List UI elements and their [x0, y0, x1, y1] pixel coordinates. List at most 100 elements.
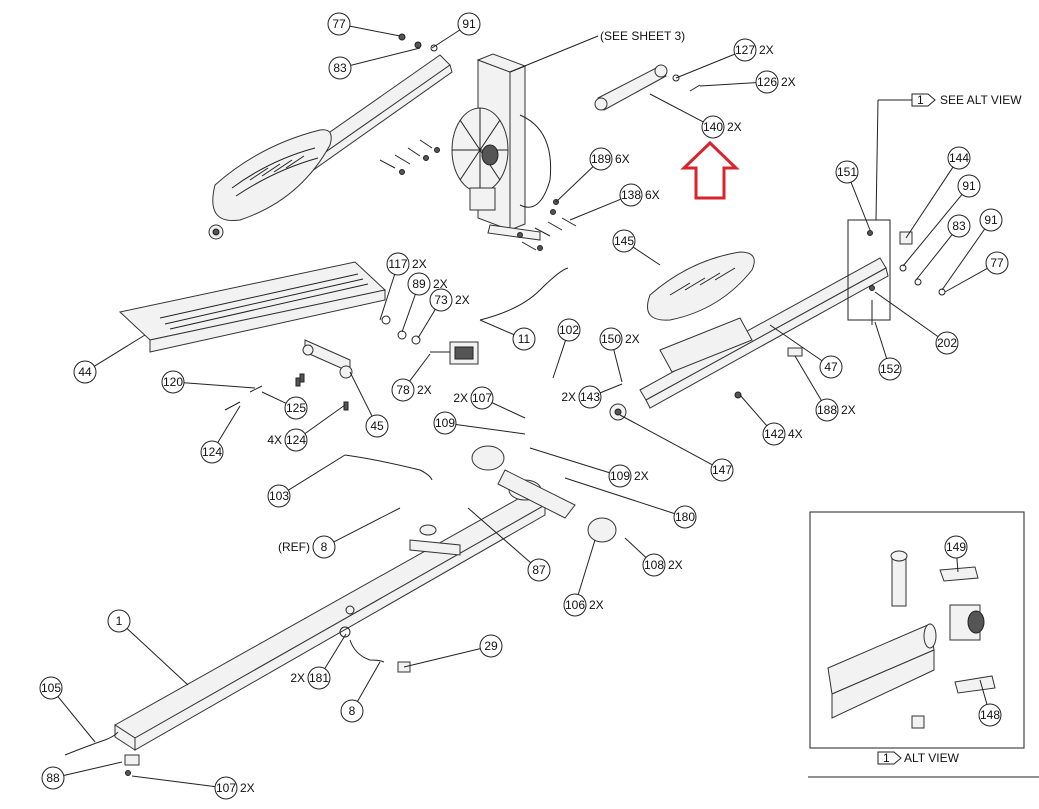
leader-line-138 — [569, 198, 622, 221]
callout-number: 91 — [962, 179, 976, 193]
callout-number: 151 — [837, 165, 857, 179]
leader-line-109 — [455, 424, 526, 435]
callout-quantity: 2X — [759, 43, 774, 57]
callout-103: 103 — [267, 484, 291, 508]
leader-line-91 — [431, 29, 461, 49]
callout-number: 73 — [434, 293, 448, 307]
callout-number: 138 — [621, 188, 641, 202]
callout-bubble — [619, 183, 643, 207]
leader-line-142 — [739, 394, 768, 427]
callout-number: 140 — [703, 120, 723, 134]
callout-number: 107 — [472, 391, 492, 405]
callout-106: 106 2X — [563, 593, 604, 617]
leader-line-124 — [217, 405, 241, 443]
leader-line-8 — [333, 507, 401, 543]
callout-quantity: 6X — [645, 188, 660, 202]
callout-bubble — [284, 428, 308, 452]
callout-number: 117 — [388, 257, 407, 271]
callout-number: 88 — [46, 771, 60, 785]
callout-91: 91 — [957, 174, 981, 198]
callout-number: 152 — [880, 362, 900, 376]
callout-number: 83 — [333, 61, 347, 75]
callout-number: 77 — [332, 17, 346, 31]
callout-quantity: 2X — [433, 277, 448, 291]
callout-bubble — [957, 174, 981, 198]
cable-part-11 — [479, 267, 569, 321]
callout-11: 11 — [512, 327, 536, 351]
leader-line-127 — [675, 53, 735, 79]
callout-number: 145 — [614, 234, 634, 248]
callout-quantity: 2X — [589, 598, 604, 612]
callout-quantity: 2X — [668, 558, 683, 572]
callout-bubble — [979, 208, 1003, 232]
alt-view-caption-flag: 1 — [883, 751, 890, 765]
callout-120: 120 — [161, 370, 185, 394]
leader-line-109 — [529, 447, 610, 474]
callout-127: 127 2X — [733, 38, 774, 62]
callout-quantity: 2X — [727, 120, 742, 134]
callout-number: 109 — [610, 469, 630, 483]
callout-bubble — [527, 558, 551, 582]
callout-bubble — [599, 327, 623, 351]
callout-number: 148 — [980, 708, 1000, 722]
callout-bubble — [878, 357, 902, 381]
callout-number: 143 — [580, 390, 600, 404]
callout-number: 108 — [644, 558, 664, 572]
callout-91: 91 — [457, 12, 481, 36]
leader-line-189 — [555, 166, 594, 203]
callout-bubble — [512, 327, 536, 351]
callout-bubble — [328, 56, 352, 80]
leader-line-83 — [915, 234, 953, 281]
leader-line-89 — [401, 294, 416, 333]
callout-quantity: 2X — [634, 469, 649, 483]
callout-number: 127 — [735, 43, 755, 57]
callout-bubble — [307, 666, 331, 690]
callout-bubble — [557, 318, 581, 342]
callout-147: 147 — [710, 458, 734, 482]
callout-number: 149 — [946, 540, 966, 554]
leader-line-8 — [357, 661, 381, 702]
see-alt-view-note: SEE ALT VIEW — [940, 93, 1022, 107]
leader-line-144 — [905, 166, 954, 239]
leader-line-91 — [902, 194, 963, 267]
callout-number: 1 — [116, 614, 123, 628]
callout-bubble — [284, 396, 308, 420]
leader-line-181 — [324, 633, 347, 669]
leader-line-145 — [632, 246, 661, 266]
callout-bubble — [214, 776, 238, 800]
callout-quantity: 2X — [240, 781, 255, 795]
callout-number: 91 — [984, 213, 998, 227]
callout-bubble — [327, 12, 351, 36]
callout-number: 124 — [202, 445, 222, 459]
callout-number: 106 — [565, 598, 585, 612]
leader-line-77 — [944, 267, 988, 293]
callout-quantity: 4X — [788, 427, 803, 441]
callout-number: 47 — [824, 360, 838, 374]
link-part-140 — [594, 64, 701, 111]
leader-line-143 — [600, 383, 623, 394]
callout-number: 105 — [41, 681, 61, 695]
leader-line-107 — [131, 775, 216, 788]
callout-number: 180 — [675, 510, 695, 524]
callout-bubble — [161, 370, 185, 394]
callout-quantity: 2X — [417, 383, 432, 397]
callout-number: 77 — [990, 256, 1004, 270]
leader-line-106 — [577, 539, 596, 595]
callout-bubble — [407, 272, 431, 296]
callout-bubble — [642, 553, 666, 577]
callout-105: 105 — [39, 676, 63, 700]
callout-number: 11 — [518, 332, 531, 346]
alt-view-parts — [827, 550, 996, 729]
callout-number: 188 — [817, 403, 837, 417]
callout-29: 29 — [479, 634, 503, 658]
callout-bubble — [391, 378, 415, 402]
alt-view-flag-number: 1 — [917, 93, 924, 107]
leader-line-83 — [350, 47, 421, 66]
leader-line-78 — [409, 353, 431, 382]
leader-line-103 — [288, 454, 346, 491]
